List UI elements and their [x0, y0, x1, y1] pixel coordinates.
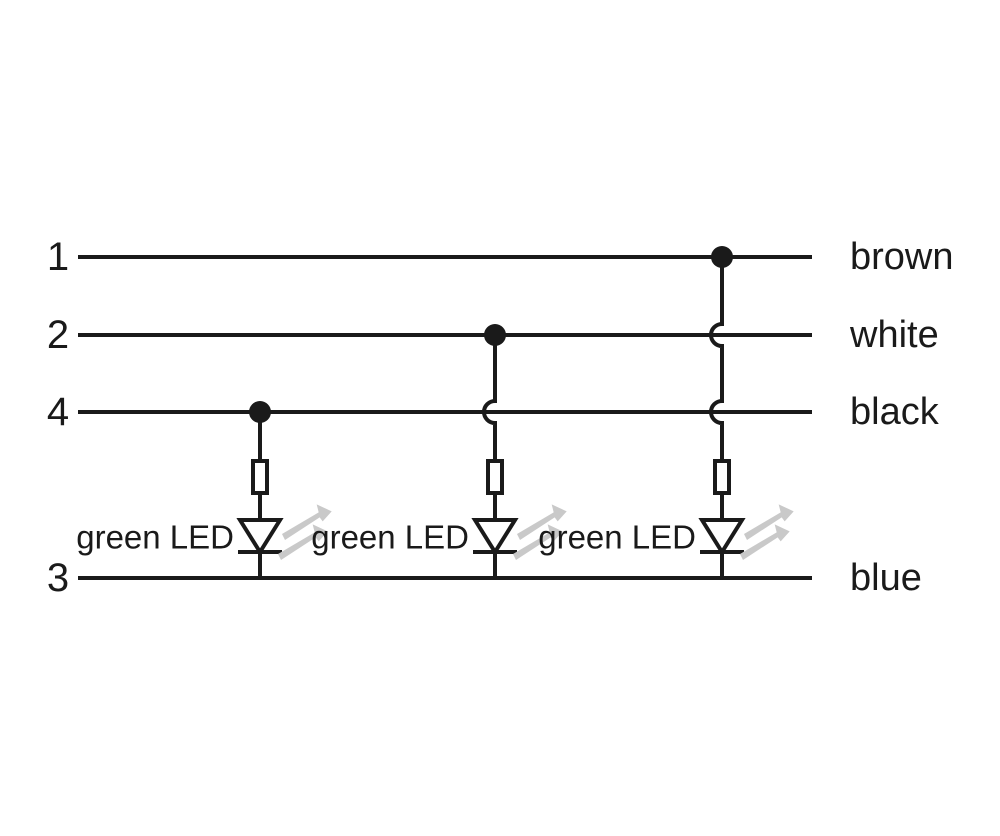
led-emission-arrow-2-branch-1	[278, 524, 328, 560]
rails-group	[78, 255, 812, 580]
led-emission-arrow-1-branch-1	[282, 504, 332, 540]
branch-2: green LED	[311, 324, 567, 578]
led-emission-arrow-1-branch-3	[744, 504, 794, 540]
wire-color-label-white: white	[849, 314, 939, 356]
led-triangle-branch-2	[471, 518, 519, 556]
branch-3: green LED	[538, 246, 794, 578]
led-emission-arrow-2-branch-3	[740, 524, 790, 560]
led-emission-arrow-2-branch-2	[513, 524, 563, 560]
led-label-branch-3: green LED	[538, 519, 696, 556]
led-triangle-branch-3	[698, 518, 746, 556]
led-triangle-branch-1	[236, 518, 284, 556]
led-emission-arrow-1-branch-2	[517, 504, 567, 540]
branch-1: green LED	[76, 401, 332, 578]
branch-wire-upper-brown	[709, 257, 724, 461]
wire-color-label-black: black	[850, 391, 940, 433]
labels-group: 1 brown 2 white 4 black 3 blue	[47, 235, 954, 600]
branches-group: green LED green LED green LED	[76, 246, 794, 578]
pin-number-1: 1	[47, 235, 69, 279]
wire-color-label-blue: blue	[850, 557, 922, 599]
junction-dot-pin-4	[249, 401, 271, 423]
pin-number-3: 3	[47, 556, 69, 600]
junction-dot-pin-1	[711, 246, 733, 268]
led-label-branch-1: green LED	[76, 519, 234, 556]
resistor-branch-1	[251, 459, 269, 495]
resistor-branch-2	[486, 459, 504, 495]
wire-color-label-brown: brown	[850, 236, 954, 278]
branch-wire-upper-white	[482, 335, 497, 461]
resistor-branch-3	[713, 459, 731, 495]
pin-number-2: 2	[47, 313, 69, 357]
pin-number-4: 4	[47, 390, 69, 434]
junction-dot-pin-2	[484, 324, 506, 346]
led-label-branch-2: green LED	[311, 519, 469, 556]
